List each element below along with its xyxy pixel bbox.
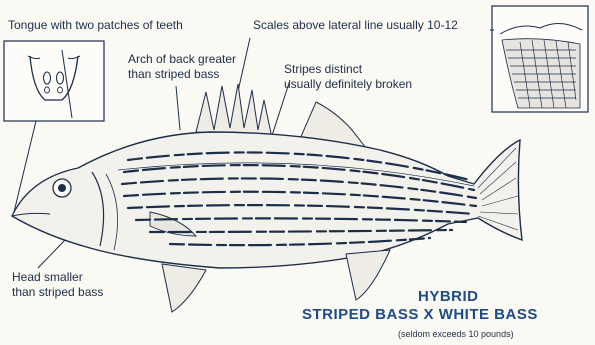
head-label-line1: Head smaller	[12, 270, 83, 284]
tongue-label: Tongue with two patches of teeth	[8, 18, 183, 32]
scales-label: Scales above lateral line usually 10-12	[253, 18, 458, 32]
arch-label-line2: than striped bass	[128, 67, 219, 81]
size-note: (seldom exceeds 10 pounds)	[398, 329, 514, 339]
hybrid-title: HYBRID	[418, 288, 479, 305]
stripes-label-line1: Stripes distinct	[284, 62, 362, 76]
species-title: STRIPED BASS X WHITE BASS	[302, 306, 538, 323]
arch-label-line1: Arch of back greater	[128, 52, 236, 66]
tongue-inset	[4, 41, 104, 121]
scales-inset	[492, 6, 588, 112]
head-label-line2: than striped bass	[12, 285, 103, 299]
stripes-label-line2: usually definitely broken	[284, 77, 412, 91]
